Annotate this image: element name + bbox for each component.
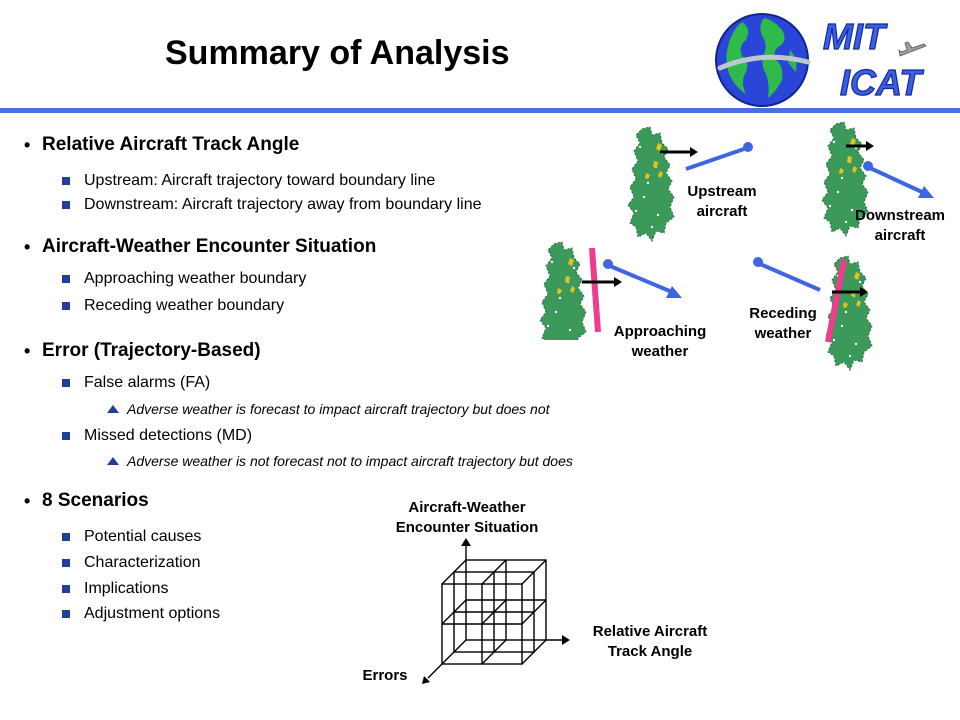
- globe-icon: [715, 13, 811, 107]
- downstream-diagram: [821, 121, 934, 237]
- list-item: Implications: [62, 580, 168, 598]
- list-subitem: Adverse weather is forecast to impact ai…: [107, 401, 550, 417]
- list-item: Missed detections (MD): [62, 427, 252, 445]
- logo-mit: MIT: [822, 15, 885, 57]
- cube-bottom-label: Errors: [362, 667, 408, 684]
- bullet-error: •Error (Trajectory-Based): [24, 340, 261, 361]
- list-item: Receding weather boundary: [62, 297, 284, 315]
- list-item: Downstream: Aircraft trajectory away fro…: [62, 196, 481, 214]
- cube-top-label: Aircraft-Weather Encounter Situation: [395, 499, 539, 536]
- receding-diagram: [753, 255, 873, 371]
- list-subitem: Adverse weather is not forecast not to i…: [107, 453, 573, 469]
- receding-label: Receding weather: [749, 305, 817, 342]
- list-item: False alarms (FA): [62, 374, 210, 392]
- upstream-label: Upstream aircraft: [687, 183, 757, 220]
- scenario-cube: [422, 538, 570, 684]
- page-title: Summary of Analysis: [165, 34, 510, 72]
- approaching-label: Approaching weather: [613, 323, 707, 360]
- approaching-diagram: [539, 241, 682, 340]
- list-item: Upstream: Aircraft trajectory toward bou…: [62, 172, 435, 190]
- cube-right-label: Relative Aircraft Track Angle: [592, 623, 708, 660]
- upstream-diagram: [627, 126, 753, 242]
- airplane-icon: [898, 41, 927, 57]
- bullet-scenarios: •8 Scenarios: [24, 490, 149, 511]
- bullet-encounter-situation: •Aircraft-Weather Encounter Situation: [24, 236, 377, 257]
- title-rule: [0, 108, 960, 113]
- list-item: Potential causes: [62, 528, 201, 546]
- logo-icat: ICAT: [839, 61, 922, 103]
- downstream-label: Downstream aircraft: [854, 207, 946, 244]
- list-item: Adjustment options: [62, 605, 220, 623]
- list-item: Characterization: [62, 554, 201, 572]
- bullet-track-angle: •Relative Aircraft Track Angle: [24, 134, 300, 155]
- list-item: Approaching weather boundary: [62, 270, 306, 288]
